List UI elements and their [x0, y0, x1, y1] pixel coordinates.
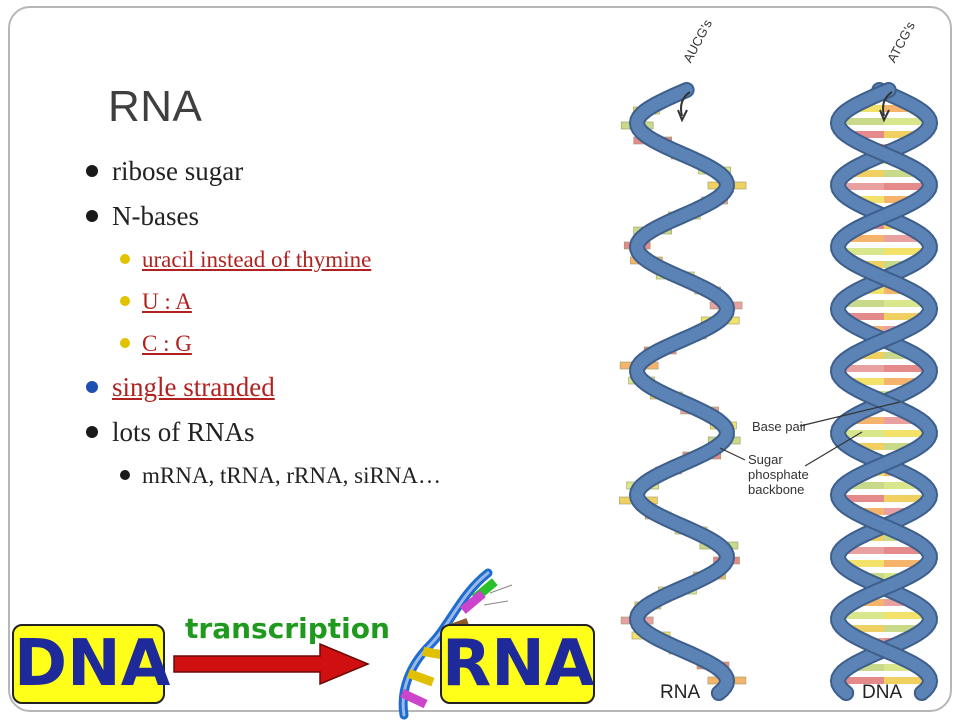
transcription-label: transcription — [185, 612, 390, 645]
rna-banner-box: RNA — [440, 624, 595, 704]
dna-base-left — [838, 365, 884, 372]
dna-base-left — [842, 625, 884, 632]
dna-base-left — [846, 170, 884, 177]
base-pair-label: Base pair — [752, 419, 807, 434]
dna-base-right — [884, 482, 925, 489]
dna-base-right — [884, 313, 928, 320]
slide-title: RNA — [108, 82, 203, 131]
dna-base-right — [884, 170, 922, 177]
dna-base-left — [840, 300, 884, 307]
cg-link[interactable]: C : G — [142, 331, 192, 356]
dna-base-left — [840, 560, 884, 567]
dna-base-right — [884, 378, 925, 385]
dna-base-left — [840, 313, 884, 320]
dna-base-left — [845, 131, 884, 138]
dna-base-right — [884, 105, 918, 112]
dna-base-left — [850, 105, 884, 112]
dna-banner-box: DNA — [12, 624, 170, 704]
dna-base-right — [884, 664, 919, 671]
dna-double-helix — [829, 82, 939, 701]
dna-base-left — [838, 118, 884, 125]
dna-base-right — [884, 248, 930, 255]
dna-base-left — [847, 417, 884, 424]
dna-base-left — [843, 378, 884, 385]
dna-base-right — [884, 625, 926, 632]
sub-bullet-cg: C : G — [86, 326, 606, 368]
dna-base-right — [884, 118, 930, 125]
dna-base-left — [838, 183, 884, 190]
dna-base-right — [884, 677, 930, 684]
dna-base-right — [884, 365, 930, 372]
sub-bullet-rna-types: mRNA, tRNA, rRNA, siRNA… — [86, 458, 606, 500]
dna-base-right — [884, 560, 928, 567]
dna-base-left — [849, 664, 884, 671]
transcription-arrow-icon — [173, 642, 370, 686]
rna-helix — [628, 82, 736, 701]
mini-rna-strand-icon — [398, 568, 513, 720]
dna-base-right — [884, 430, 930, 437]
aucg-arrow-icon — [680, 91, 691, 117]
dna-base-right — [884, 612, 930, 619]
dna-base-left — [842, 235, 884, 242]
dna-base-right — [884, 300, 928, 307]
dna-base-left — [847, 443, 884, 450]
ua-link[interactable]: U : A — [142, 289, 192, 314]
sugar-phosphate-label: Sugar phosphate backbone — [748, 452, 809, 497]
dna-base-left — [838, 495, 884, 502]
dna-base-right — [884, 417, 921, 424]
dna-figure-label: DNA — [862, 682, 903, 703]
dna-base-left — [838, 248, 884, 255]
atcg-arrow-icon — [882, 91, 893, 117]
helix-illustration — [619, 82, 939, 701]
bullet-n-bases: N-bases — [86, 197, 606, 242]
rna-figure-label: RNA — [660, 682, 701, 703]
sub-bullet-uracil: uracil instead of thymine — [86, 242, 606, 284]
dna-base-left — [838, 430, 884, 437]
bullet-list: ribose sugar N-bases uracil instead of t… — [86, 152, 606, 500]
dna-base-right — [884, 235, 926, 242]
dna-base-right — [884, 547, 928, 554]
dna-base-right — [884, 495, 930, 502]
sub-bullet-ua: U : A — [86, 284, 606, 326]
bullet-single-stranded: single stranded — [86, 368, 606, 413]
dna-base-right — [884, 183, 930, 190]
dna-base-right — [884, 443, 921, 450]
dna-base-left — [843, 482, 884, 489]
single-stranded-link[interactable]: single stranded — [112, 372, 275, 402]
dna-base-right — [884, 131, 923, 138]
dna-base-left — [838, 612, 884, 619]
dna-base-left — [840, 547, 884, 554]
bullet-ribose-sugar: ribose sugar — [86, 152, 606, 197]
uracil-link[interactable]: uracil instead of thymine — [142, 247, 372, 272]
dna-base-left — [838, 677, 884, 684]
bullet-lots-of-rnas: lots of RNAs — [86, 413, 606, 458]
